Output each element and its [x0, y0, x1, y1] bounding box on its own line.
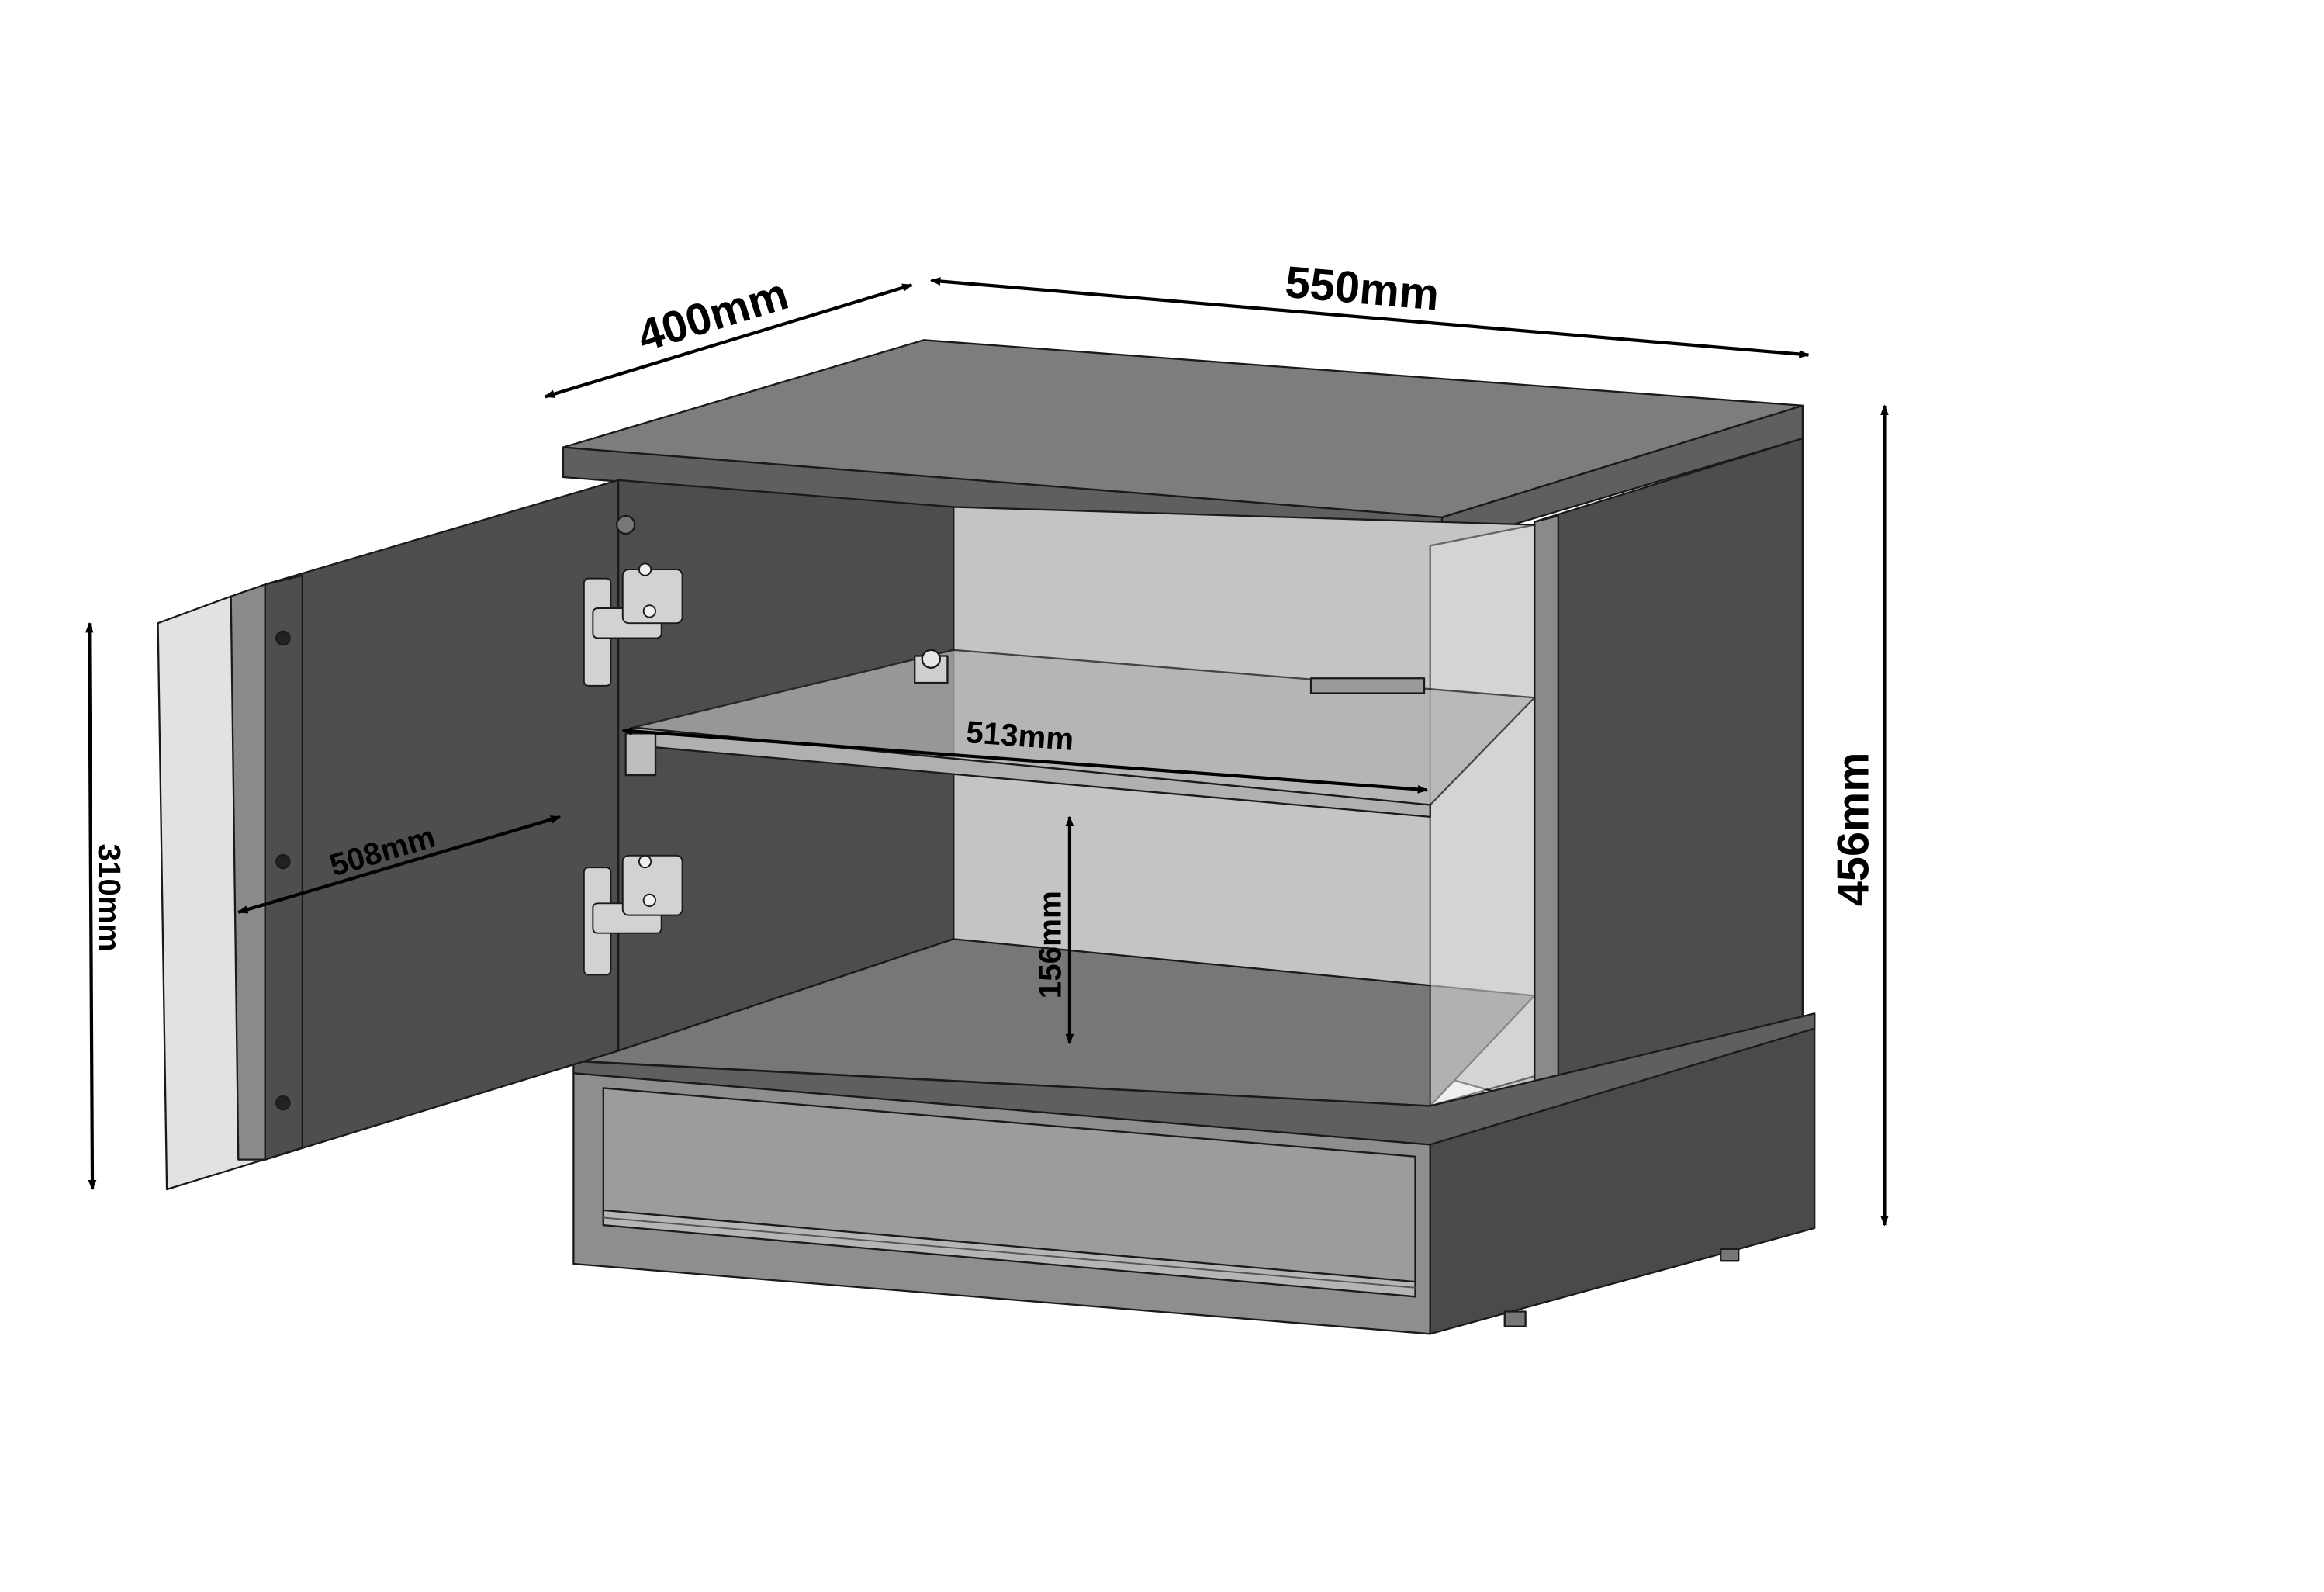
- shelf-support-left: [914, 649, 949, 684]
- cabinet-right-side: [1533, 437, 1804, 1107]
- door-screw: [275, 630, 291, 646]
- cabinet-right-front-strip: [1533, 514, 1560, 1107]
- door-screw: [275, 1095, 291, 1111]
- door-width-arrow: [237, 815, 562, 914]
- hinge-mount-hole: [615, 514, 636, 535]
- dimension-lines: [85, 277, 1889, 1227]
- height-label: 456mm: [1828, 753, 1878, 907]
- inner-width-arrow: [621, 727, 1429, 794]
- door-inner-face: [264, 479, 620, 1161]
- width-arrow: [929, 277, 1810, 358]
- foot-front: [1503, 1310, 1527, 1327]
- foot-back: [1720, 1248, 1740, 1262]
- side-glass-panel: [1429, 524, 1536, 1107]
- inner-width-label: 513mm: [965, 714, 1075, 757]
- depth-label: 400mm: [632, 269, 794, 362]
- plinth-top-ledge: [572, 1012, 1816, 1146]
- shelf-gap-label: 156mm: [1032, 891, 1067, 998]
- shelf-pin-front: [624, 732, 657, 777]
- depth-arrow: [544, 283, 913, 399]
- shelf-support-right: [1309, 677, 1426, 694]
- door-screw: [275, 853, 291, 870]
- width-label: 550mm: [1283, 258, 1440, 320]
- door-height-arrow: [85, 621, 97, 1191]
- door-height-label: 310mm: [92, 843, 127, 951]
- hinge-upper: [583, 562, 683, 687]
- hinge-lower: [583, 854, 683, 976]
